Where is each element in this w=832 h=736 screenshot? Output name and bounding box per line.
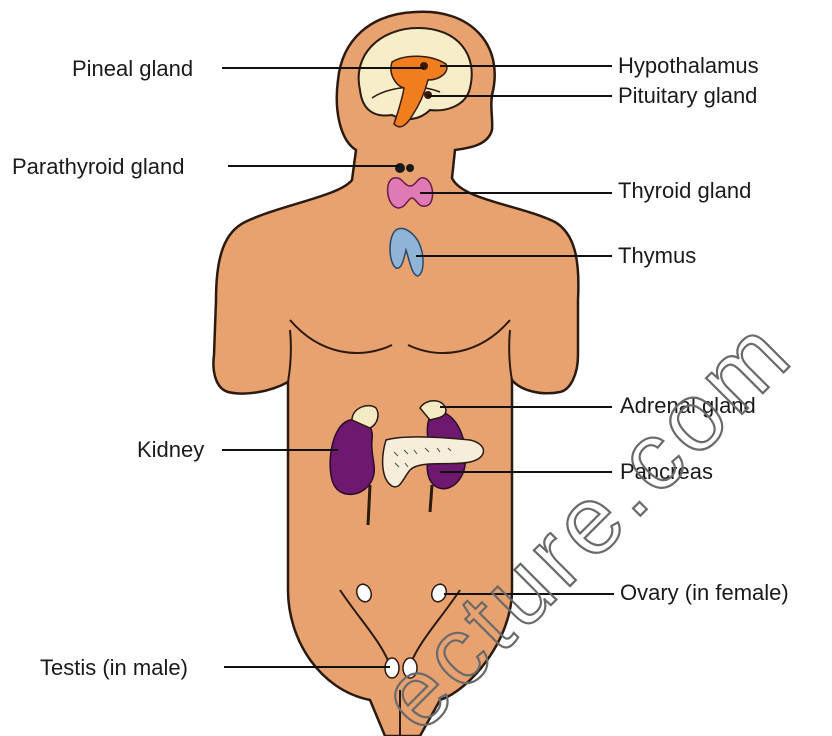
left-ureter: [368, 485, 370, 525]
right-ureter: [430, 485, 432, 512]
label-adrenal-gland: Adrenal gland: [620, 393, 756, 419]
label-kidney: Kidney: [137, 437, 204, 463]
label-pineal-gland: Pineal gland: [72, 56, 193, 82]
label-testis: Testis (in male): [40, 655, 188, 681]
right-testis: [403, 658, 417, 678]
parathyroid-dot-2: [406, 164, 414, 172]
parathyroid-dot: [395, 163, 405, 173]
label-pituitary-gland: Pituitary gland: [618, 83, 757, 109]
label-ovary: Ovary (in female): [620, 580, 789, 606]
label-thymus: Thymus: [618, 243, 696, 269]
label-pancreas: Pancreas: [620, 459, 713, 485]
label-hypothalamus: Hypothalamus: [618, 53, 759, 79]
label-parathyroid-gland: Parathyroid gland: [12, 154, 184, 180]
label-thyroid-gland: Thyroid gland: [618, 178, 751, 204]
left-kidney: [330, 420, 374, 495]
